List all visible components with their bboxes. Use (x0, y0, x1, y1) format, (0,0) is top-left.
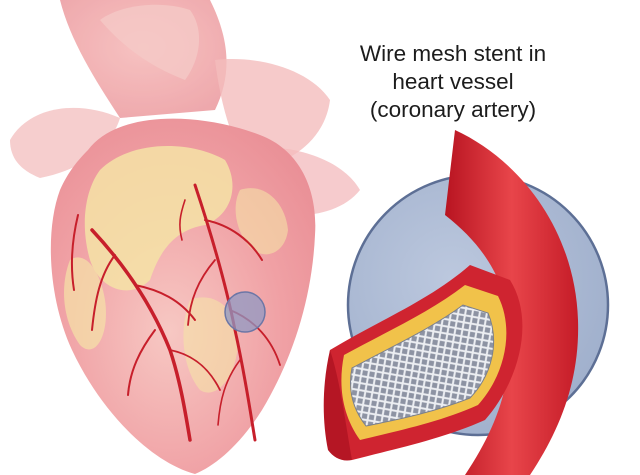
magnified-vessel-view (323, 130, 610, 475)
caption-line-2: heart vessel (392, 69, 514, 94)
coronary-artery-branches (70, 183, 281, 442)
caption-line-1: Wire mesh stent in (359, 41, 547, 66)
wire-mesh-stent (350, 304, 495, 427)
zoom-marker (224, 291, 266, 333)
heart-illustration (50, 118, 316, 475)
caption-line-3: (coronary artery) (369, 97, 537, 122)
illustration-caption: Wire mesh stent in heart vessel (coronar… (318, 40, 588, 124)
